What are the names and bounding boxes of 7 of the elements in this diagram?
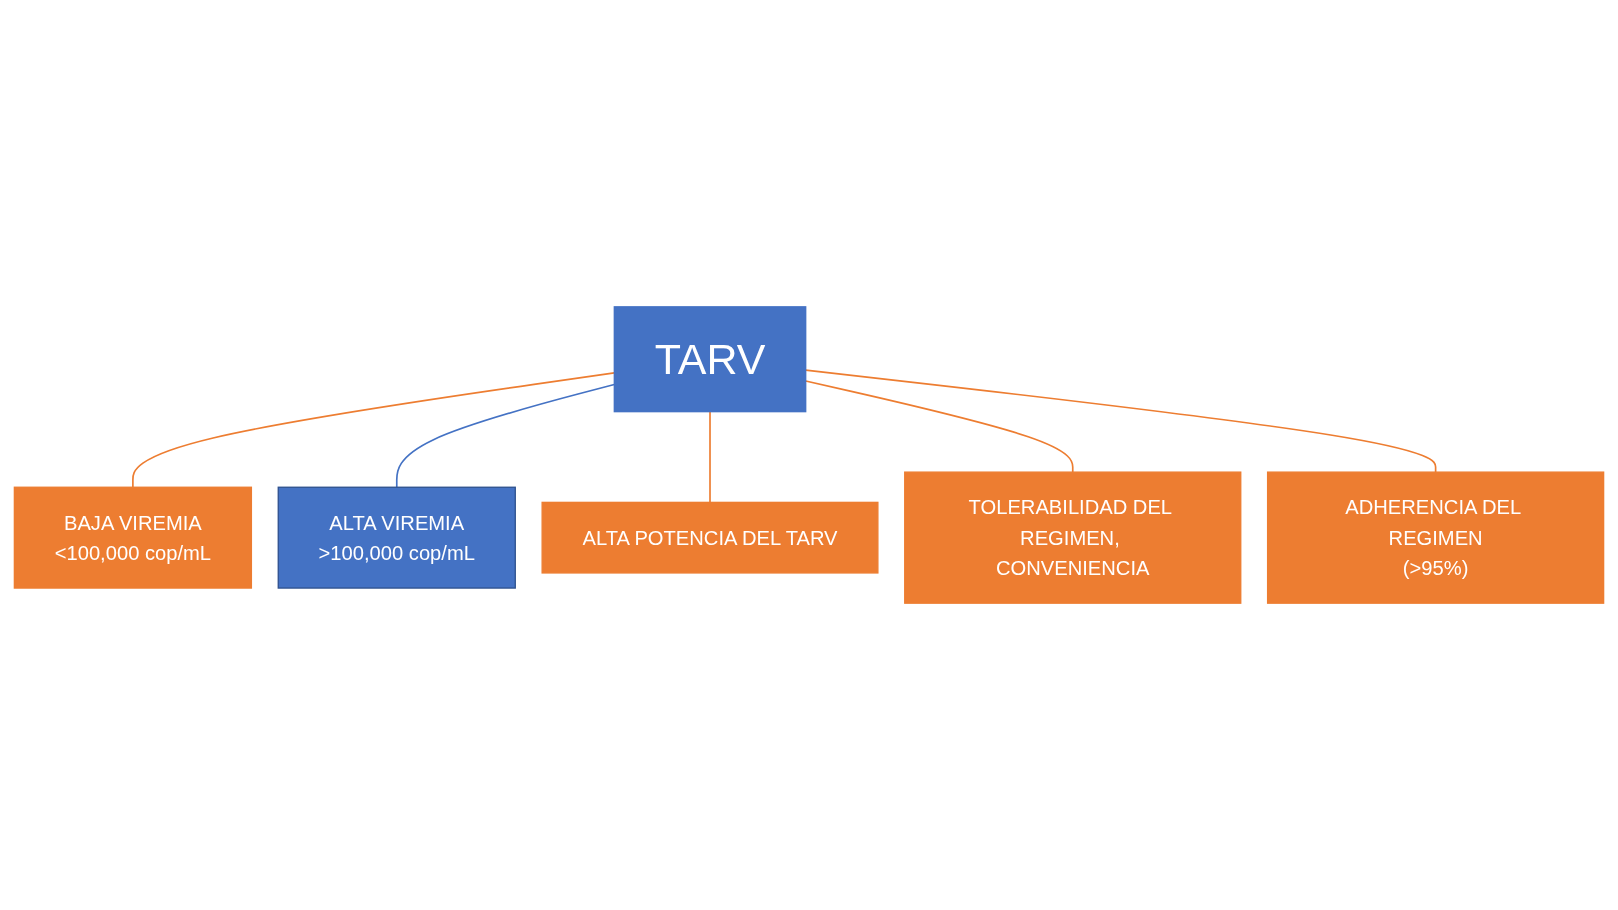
node-box: BAJA VIREMIA <100,000 cop/mL [13, 486, 253, 589]
node-box: TARV [613, 306, 807, 413]
connector [709, 410, 711, 504]
node-box: ADHERENCIA DEL REGIMEN (>95%) [1266, 471, 1605, 604]
node-box: ALTA VIREMIA >100,000 cop/mL [277, 486, 516, 589]
node-box: TOLERABILIDAD DEL REGIMEN, CONVENIENCIA [904, 471, 1242, 604]
node-box: ALTA POTENCIA DEL TARV [541, 501, 879, 574]
